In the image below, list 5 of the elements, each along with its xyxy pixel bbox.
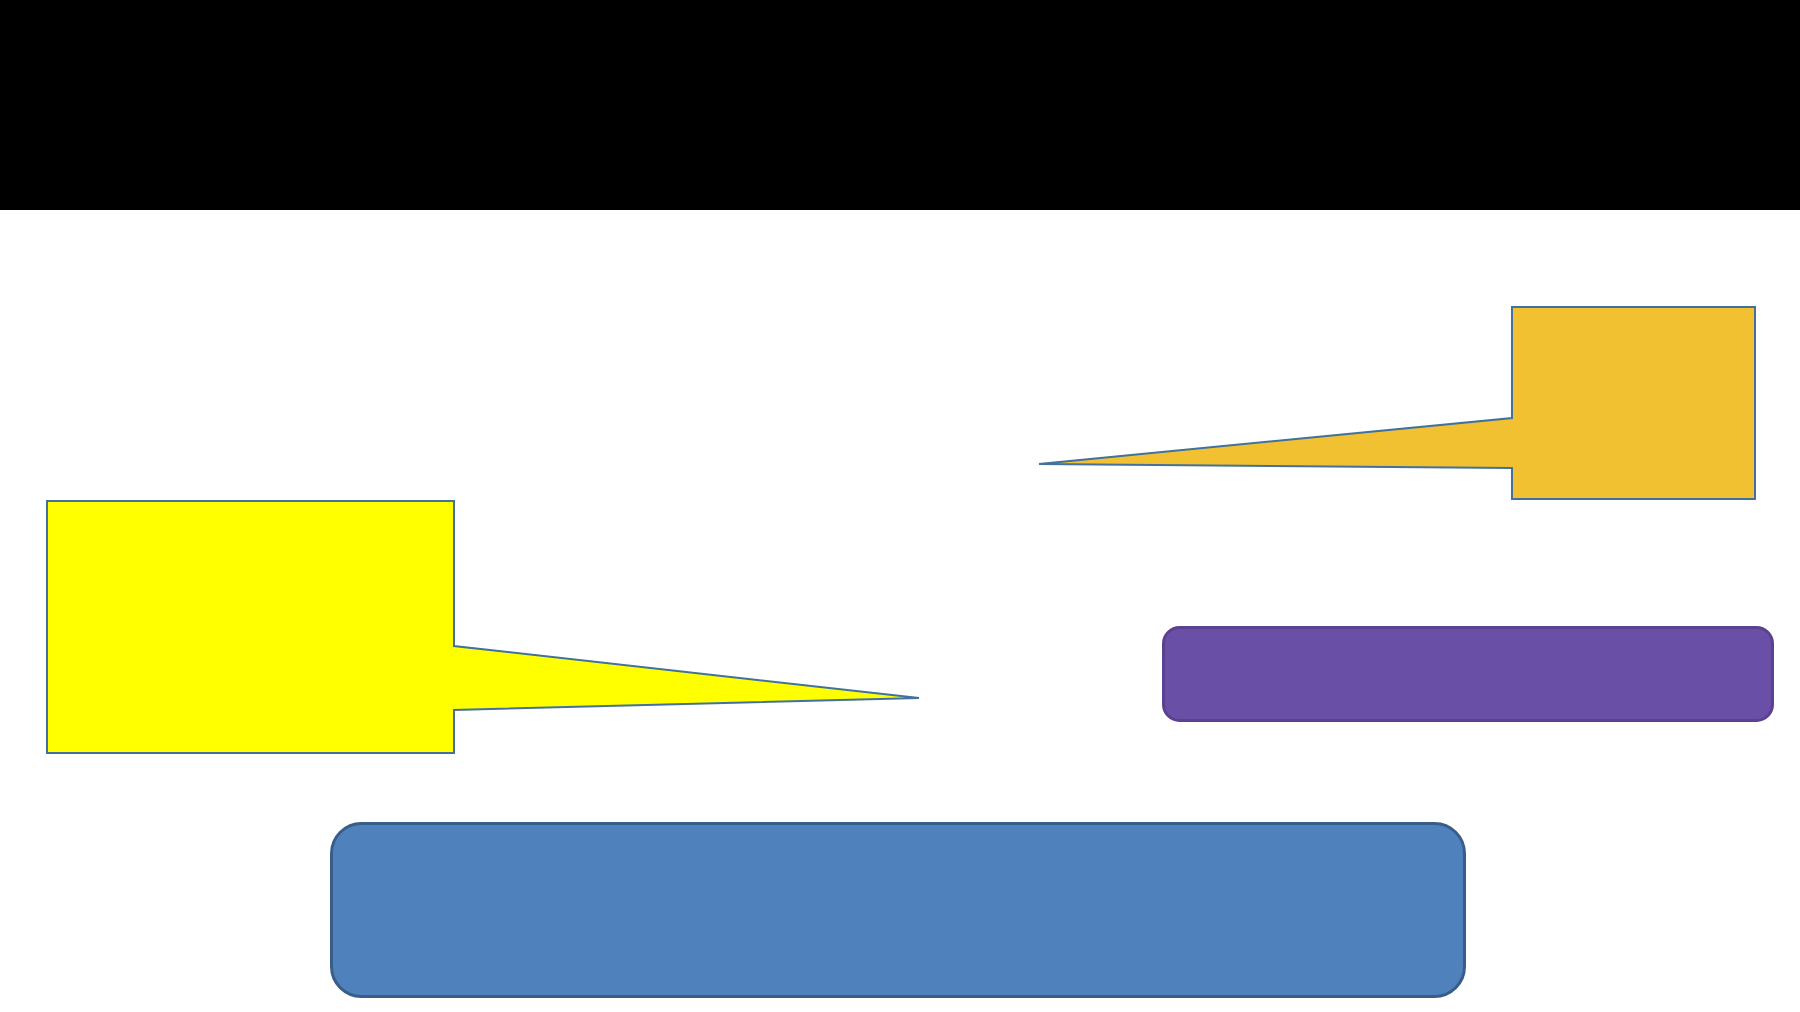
callout-shape [1038, 306, 1756, 500]
rounded-panel [330, 822, 1466, 998]
rounded-panel [1162, 626, 1774, 722]
callout-shape [46, 500, 920, 754]
header-band [0, 0, 1800, 210]
